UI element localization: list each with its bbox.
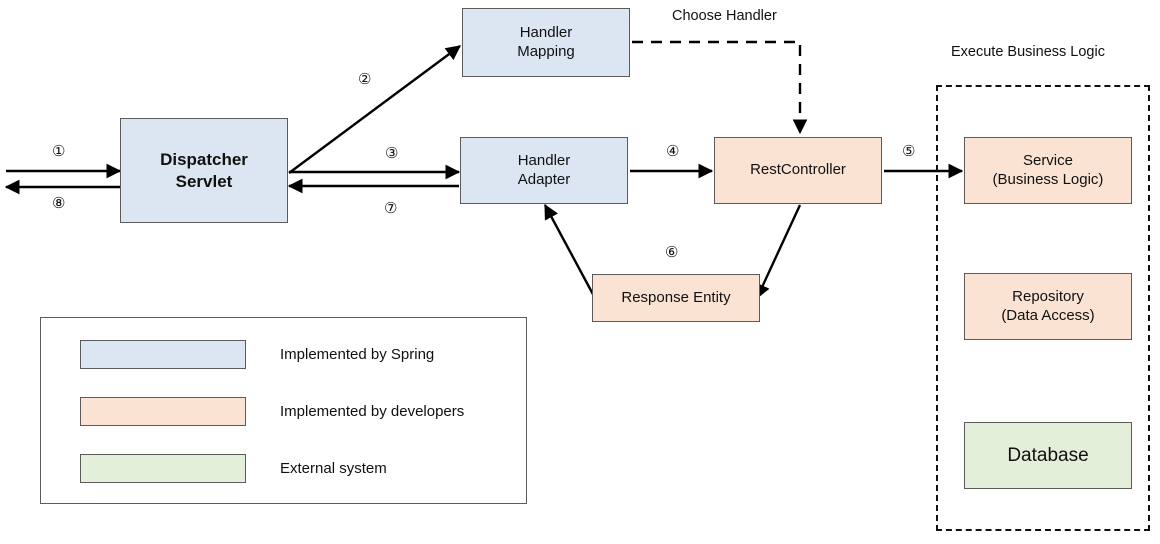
edge-restcontroller-to-response-entity xyxy=(755,204,802,300)
legend-item-developers: Implemented by developers xyxy=(80,397,464,426)
group-execute-business-logic xyxy=(936,85,1150,531)
node-rest-controller[interactable]: RestController xyxy=(714,137,882,204)
edge-response-entity-to-handler-adapter xyxy=(543,203,597,299)
step-label-4: ④ xyxy=(666,143,680,160)
legend-label-external: External system xyxy=(280,460,387,477)
label-execute-business-logic: Execute Business Logic xyxy=(951,44,1105,60)
legend-swatch-spring xyxy=(80,340,246,369)
node-dispatcher-servlet[interactable]: Dispatcher Servlet xyxy=(120,118,288,223)
legend-label-spring: Implemented by Spring xyxy=(280,346,435,363)
node-service[interactable]: Service (Business Logic) xyxy=(964,137,1132,204)
edge-dispatcher-to-handler-mapping xyxy=(288,45,461,174)
label-choose-handler: Choose Handler xyxy=(672,8,777,24)
legend-swatch-external xyxy=(80,454,246,483)
edge-choose-handler xyxy=(632,40,808,135)
step-label-6: ⑥ xyxy=(665,244,679,261)
legend-label-developers: Implemented by developers xyxy=(280,403,465,420)
step-label-5: ⑤ xyxy=(902,143,916,160)
step-label-2: ② xyxy=(358,71,372,88)
legend-item-external: External system xyxy=(80,454,387,483)
node-database[interactable]: Database xyxy=(964,422,1132,489)
node-repository[interactable]: Repository (Data Access) xyxy=(964,273,1132,340)
node-handler-mapping[interactable]: Handler Mapping xyxy=(462,8,630,77)
step-label-8: ⑧ xyxy=(52,195,66,212)
node-response-entity[interactable]: Response Entity xyxy=(592,274,760,322)
step-label-1: ① xyxy=(52,143,66,160)
node-handler-adapter[interactable]: Handler Adapter xyxy=(460,137,628,204)
step-label-7: ⑦ xyxy=(384,200,398,217)
legend-swatch-developers xyxy=(80,397,246,426)
legend-panel: Implemented by Spring Implemented by dev… xyxy=(40,317,527,504)
legend-item-spring: Implemented by Spring xyxy=(80,340,434,369)
step-label-3: ③ xyxy=(385,145,399,162)
